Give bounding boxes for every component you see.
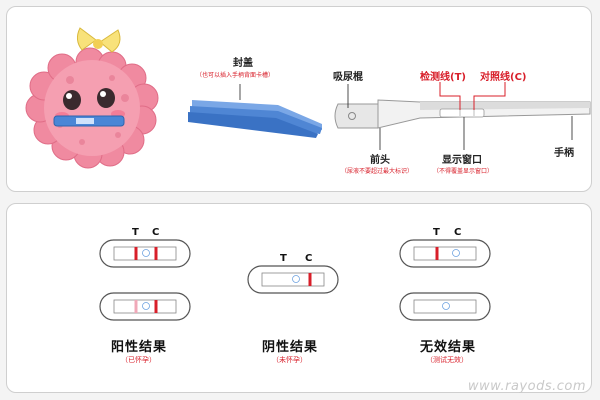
strip-invalid-2: [399, 292, 491, 321]
test-line-label: 检测线(T): [420, 72, 466, 83]
c-label: C: [305, 253, 313, 264]
result-negative-title: 阴性结果: [262, 340, 319, 355]
result-invalid-note: （测试无效）: [426, 356, 468, 364]
strip-negative: [247, 265, 339, 294]
t-label: T: [280, 253, 287, 264]
absorbent-label: 吸尿棍: [333, 72, 363, 83]
result-invalid-title: 无效结果: [420, 340, 477, 355]
strip-positive-2: [99, 292, 191, 321]
c-label: C: [152, 227, 160, 238]
test-device: [334, 99, 591, 129]
cap-illustration: [188, 100, 322, 138]
control-line-label: 对照线(C): [480, 72, 527, 83]
c-label: C: [454, 227, 462, 238]
cap-label: 封盖: [233, 58, 253, 69]
window-note: （不得覆盖显示窗口）: [433, 168, 494, 175]
window-label: 显示窗口: [442, 155, 482, 166]
t-label: T: [132, 227, 139, 238]
result-positive-note: （已怀孕）: [121, 356, 156, 364]
strip-positive-1: [99, 239, 191, 268]
result-negative-note: （未怀孕）: [272, 356, 307, 364]
result-positive-title: 阳性结果: [111, 340, 168, 355]
handle-label: 手柄: [554, 148, 574, 159]
mascot-character: [25, 27, 159, 169]
t-label: T: [433, 227, 440, 238]
tip-note: （尿液不要超过最大标识）: [341, 168, 414, 175]
strip-invalid-1: [399, 239, 491, 268]
watermark: www.rayods.com: [467, 379, 586, 394]
cap-note: （也可以插入手柄背面卡槽）: [196, 72, 275, 79]
tip-label: 前头: [370, 155, 390, 166]
